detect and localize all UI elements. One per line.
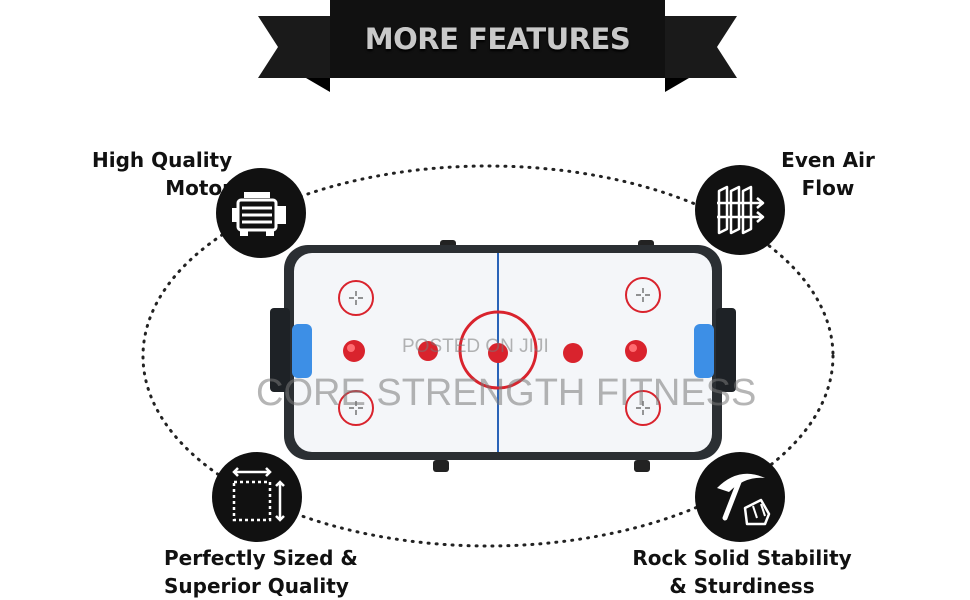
table-foot <box>634 460 650 472</box>
motor-icon <box>216 168 306 258</box>
watermark-line-2: CORE STRENGTH FITNESS <box>256 372 757 414</box>
feature-label-air-flow: Even Air Flow <box>781 148 875 200</box>
air-flow-icon <box>695 165 785 255</box>
size-frame-icon <box>212 452 302 542</box>
air-hockey-table <box>270 240 736 472</box>
feature-label-size-quality: Perfectly Sized & Superior Quality <box>164 546 358 598</box>
feature-label-stability: Rock Solid Stability & Sturdiness <box>632 546 852 598</box>
table-foot <box>433 460 449 472</box>
banner-title: MORE FEATURES <box>364 22 631 56</box>
feature-label-motor: High Quality Motor <box>92 148 233 200</box>
banner-ribbon <box>258 0 737 92</box>
watermark-line-1: POSTED ON JIJI <box>402 336 549 357</box>
pickaxe-rock-icon <box>695 452 785 542</box>
